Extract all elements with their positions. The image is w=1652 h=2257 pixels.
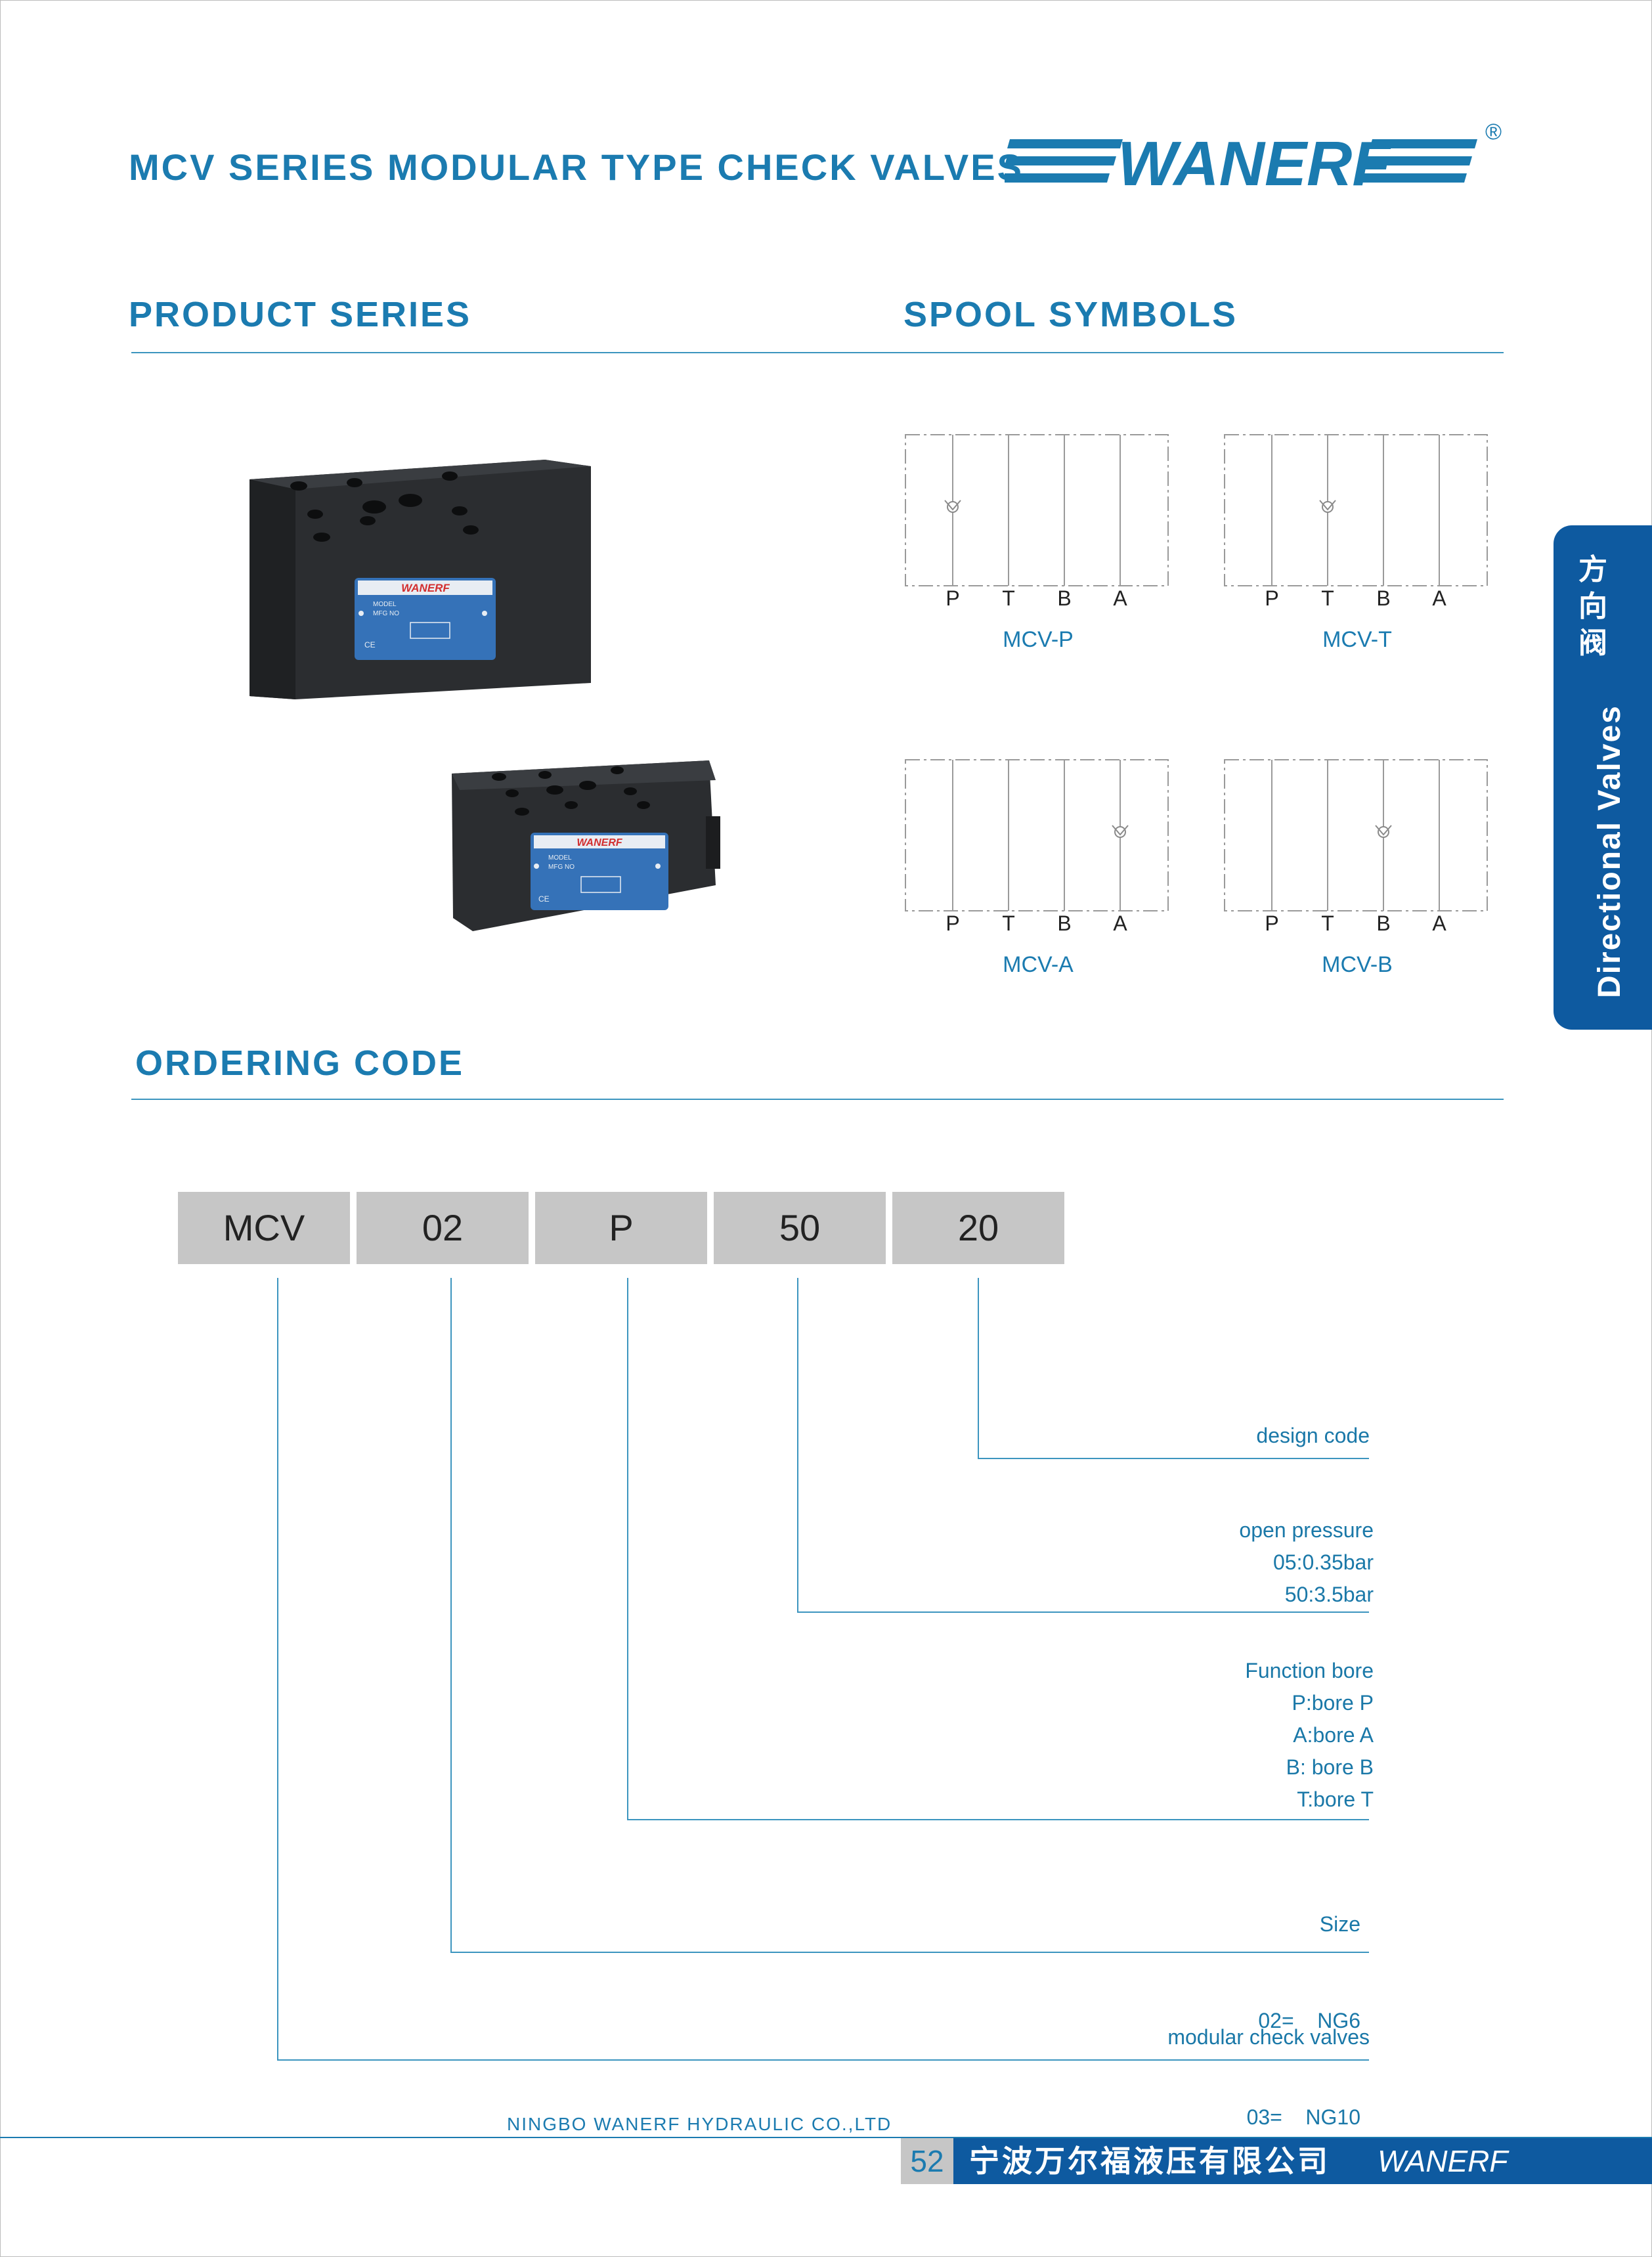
- page-title: MCV SERIES MODULAR TYPE CHECK VALVES: [129, 146, 1024, 188]
- spool-outline: [905, 759, 1169, 911]
- footer-company-en: NINGBO WANERF HYDRAULIC CO.,LTD: [507, 2114, 892, 2134]
- code-segment-pressure: 50: [714, 1192, 886, 1264]
- product-image-small: WANERF MODEL MFG NO CE: [452, 760, 720, 931]
- page-number: 52: [910, 2144, 944, 2178]
- svg-text:MODEL: MODEL: [548, 854, 572, 862]
- port-label-b: B: [1057, 586, 1071, 610]
- registered-mark: ®: [1485, 120, 1502, 144]
- port-label-t: T: [1321, 586, 1334, 610]
- check-valve-icon: [1322, 501, 1334, 513]
- port-label-b: B: [1376, 911, 1390, 935]
- check-valve-icon: [1114, 826, 1126, 838]
- spool-outline: [1224, 759, 1488, 911]
- footer-brand: WANERF: [1378, 2144, 1508, 2178]
- port-label-a: A: [1432, 586, 1446, 610]
- spool-name: MCV-A: [1003, 952, 1074, 977]
- check-valve-seat: [1319, 500, 1336, 511]
- footer-company-cn: 宁波万尔福液压有限公司: [969, 2144, 1330, 2178]
- check-valve-icon: [947, 501, 959, 513]
- desc-series: modular check valves: [1167, 2025, 1370, 2049]
- section-divider: [131, 1099, 1504, 1100]
- check-valve-seat: [944, 500, 961, 511]
- port-label-t: T: [1321, 911, 1334, 935]
- code-segment-series: MCV: [178, 1192, 350, 1264]
- leader-open-pressure: [797, 1278, 1369, 1613]
- leader-series: [277, 1278, 1369, 2061]
- spool-outline: [905, 434, 1169, 586]
- desc-size: Size 02= NG6 03= NG10: [1246, 1912, 1360, 2129]
- svg-text:MFG NO: MFG NO: [548, 864, 575, 871]
- leader-size: [450, 1278, 1369, 1953]
- footer-rule: [0, 2137, 1652, 2138]
- check-valve-icon: [1378, 826, 1389, 838]
- port-label-p: P: [1265, 586, 1278, 610]
- svg-text:MFG NO: MFG NO: [373, 610, 399, 617]
- leader-function-bore: [627, 1278, 1369, 1820]
- check-valve-seat: [1112, 825, 1129, 836]
- check-valve-seat: [1375, 825, 1392, 836]
- svg-text:MODEL: MODEL: [373, 601, 397, 608]
- product-image-large: WANERF MODEL MFG NO CE: [250, 460, 591, 699]
- port-label-b: B: [1057, 911, 1071, 935]
- desc-design-code: design code: [1256, 1424, 1370, 1447]
- code-segment-design: 20: [892, 1192, 1064, 1264]
- ordering-code-heading: ORDERING CODE: [135, 1043, 465, 1083]
- side-tab[interactable]: [1554, 525, 1652, 1030]
- wanerf-logo: WANERF: [1005, 131, 1477, 197]
- page-number-box: [901, 2138, 953, 2184]
- side-tab-label: Directional Valves: [1592, 705, 1627, 998]
- svg-text:CE: CE: [364, 640, 376, 649]
- section-divider: [131, 352, 1504, 353]
- port-label-t: T: [1002, 911, 1015, 935]
- port-label-p: P: [946, 586, 959, 610]
- spool-name: MCV-T: [1322, 627, 1392, 652]
- code-segment-size: 02: [357, 1192, 529, 1264]
- desc-function-bore: Function bore P:bore P A:bore A B: bore …: [1245, 1659, 1374, 1811]
- port-label-t: T: [1002, 586, 1015, 610]
- svg-text:WANERF: WANERF: [576, 837, 623, 848]
- code-segment-function: P: [535, 1192, 707, 1264]
- side-tab-chinese: 方 向 阀: [1578, 554, 1607, 659]
- spool-symbols-heading: SPOOL SYMBOLS: [903, 295, 1238, 334]
- spool-name: MCV-P: [1003, 627, 1074, 652]
- footer-bar: [946, 2138, 1652, 2184]
- spool-outline: [1224, 434, 1488, 586]
- spool-name: MCV-B: [1322, 952, 1393, 977]
- port-label-p: P: [946, 911, 959, 935]
- port-label-p: P: [1265, 911, 1278, 935]
- logo-wordmark: WANERF: [1118, 131, 1392, 197]
- port-label-a: A: [1113, 911, 1127, 935]
- leader-design-code: [978, 1278, 1369, 1459]
- svg-text:WANERF: WANERF: [401, 582, 450, 594]
- svg-text:CE: CE: [538, 894, 550, 904]
- port-label-a: A: [1432, 911, 1446, 935]
- desc-open-pressure: open pressure 05:0.35bar 50:3.5bar: [1239, 1518, 1374, 1606]
- port-label-b: B: [1376, 586, 1390, 610]
- port-label-a: A: [1113, 586, 1127, 610]
- product-series-heading: PRODUCT SERIES: [129, 295, 472, 334]
